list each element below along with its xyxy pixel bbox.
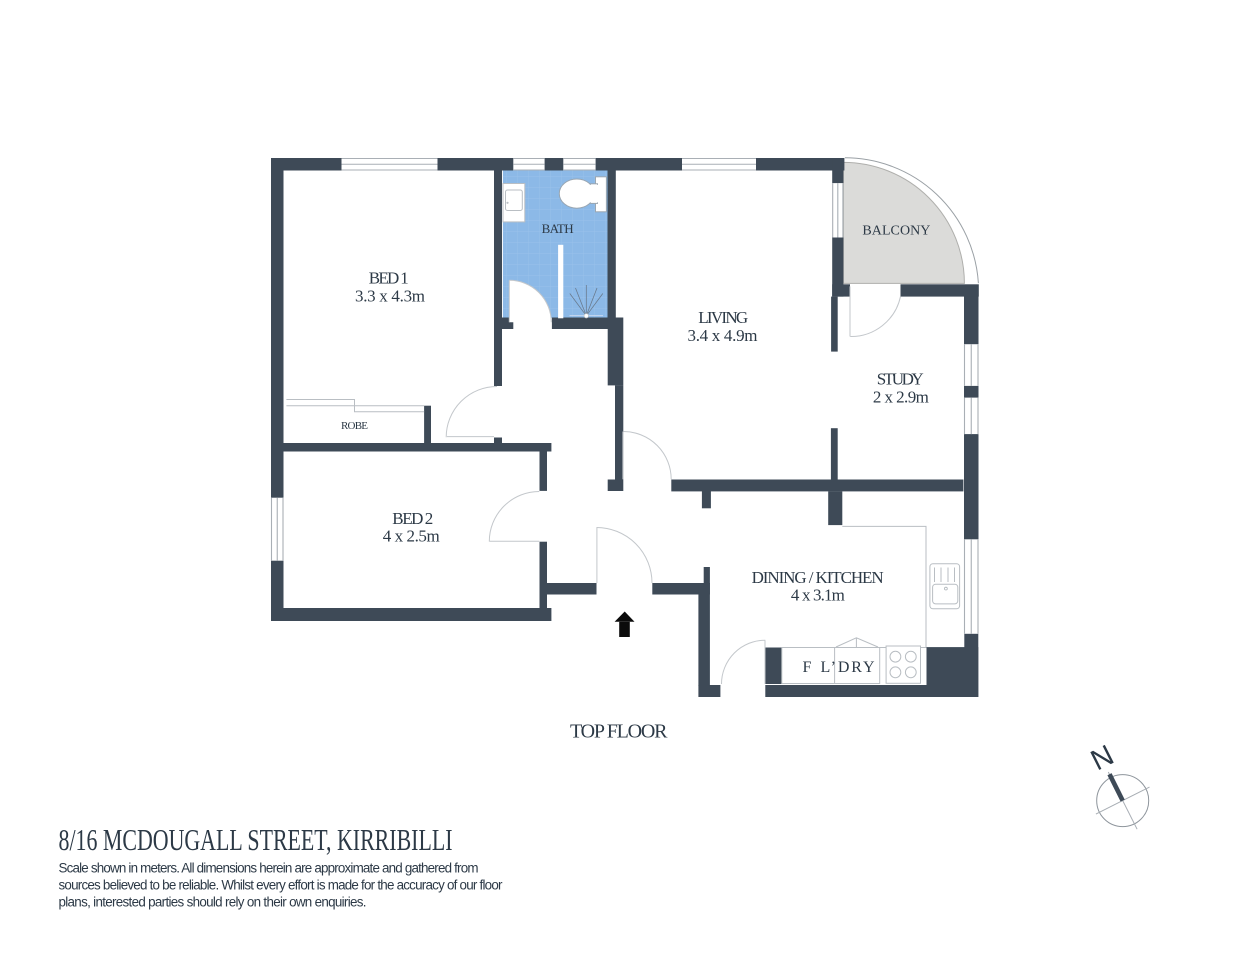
svg-text:2 x 2.9m: 2 x 2.9m [873, 388, 929, 407]
svg-text:BALCONY: BALCONY [862, 224, 930, 239]
svg-text:ROBE: ROBE [341, 420, 368, 432]
svg-text:DINING / KITCHEN: DINING / KITCHEN [752, 568, 884, 587]
svg-text:sources believed to be reliab: sources believed to be reliable. Whilst … [59, 878, 504, 893]
svg-text:BED 1: BED 1 [369, 269, 409, 288]
svg-text:3.4 x 4.9m: 3.4 x 4.9m [688, 326, 758, 345]
svg-text:BATH: BATH [542, 221, 574, 236]
svg-text:3.3 x 4.3m: 3.3 x 4.3m [355, 286, 425, 305]
svg-text:L’DRY: L’DRY [821, 659, 875, 676]
svg-text:TOP FLOOR: TOP FLOOR [570, 720, 668, 742]
svg-text:STUDY: STUDY [877, 369, 924, 388]
svg-text:4 x 2.5m: 4 x 2.5m [383, 527, 440, 546]
svg-text:F: F [802, 659, 811, 676]
svg-text:Scale shown in meters. All dim: Scale shown in meters. All dimensions he… [59, 861, 479, 876]
svg-text:LIVING: LIVING [698, 308, 748, 327]
svg-text:BED 2: BED 2 [392, 509, 433, 528]
svg-text:plans, interested parties shou: plans, interested parties should rely on… [59, 894, 367, 909]
svg-text:8/16 MCDOUGALL STREET, KIRRIBI: 8/16 MCDOUGALL STREET, KIRRIBILLI [59, 823, 453, 857]
svg-text:N: N [1086, 739, 1119, 777]
svg-text:4 x 3.1m: 4 x 3.1m [791, 586, 845, 605]
